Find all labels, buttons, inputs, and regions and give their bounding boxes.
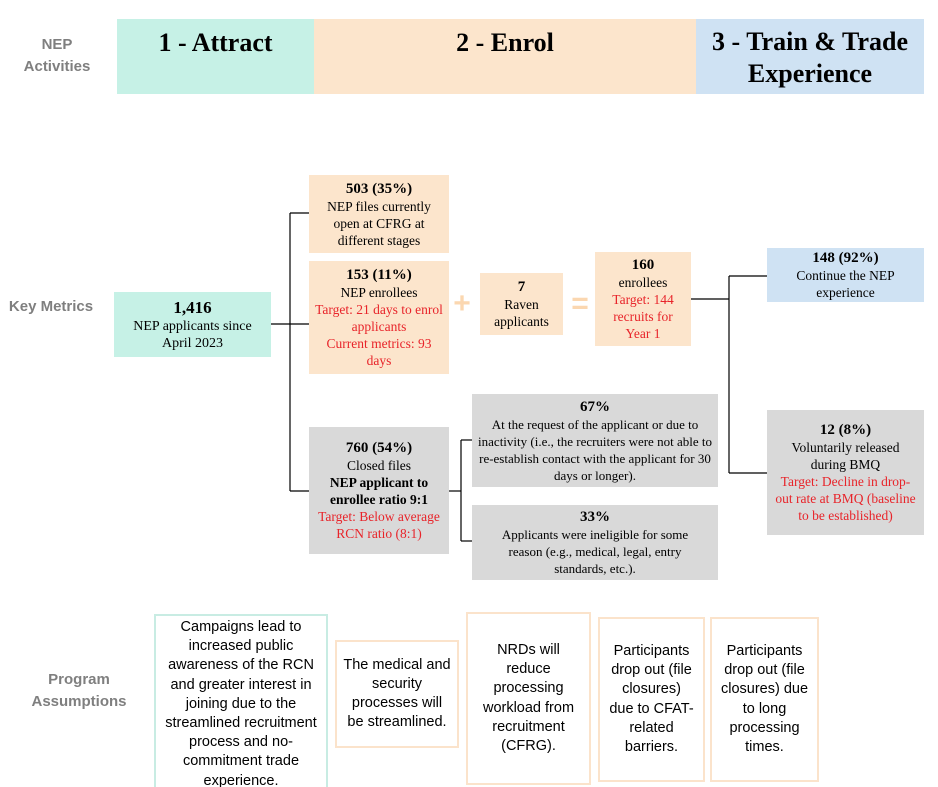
raven-box: 7 Raven applicants	[480, 273, 563, 335]
closed-request-value: 67%	[580, 398, 610, 415]
closed-files-ratio: NEP applicant to enrollee ratio 9:1	[329, 475, 429, 507]
assumption-cfat-text: Participants drop out (file closures) du…	[609, 642, 694, 755]
assumption-campaigns: Campaigns lead to increased public aware…	[154, 614, 328, 787]
phase-attract-label: 1 - Attract	[158, 28, 273, 57]
assumption-medical: The medical and security processes will …	[335, 640, 459, 748]
closed-ineligible-text: Applicants were ineligible for some reas…	[501, 527, 689, 576]
assumption-nrds-text: NRDs will reduce processing workload fro…	[482, 641, 575, 754]
assumption-nrds: NRDs will reduce processing workload fro…	[466, 612, 591, 785]
enrollees-value: 153 (11%)	[346, 267, 412, 283]
assumption-processing-text: Participants drop out (file closures) du…	[720, 642, 809, 755]
closed-files-value: 760 (54%)	[345, 440, 413, 456]
total-enrollees-value: 160	[631, 257, 655, 273]
continue-text: Continue the NEP experience	[796, 268, 895, 300]
raven-text: Raven applicants	[494, 297, 549, 329]
continue-value: 148 (92%)	[812, 250, 879, 266]
enrollees-current: Current metrics: 93 days	[326, 336, 432, 368]
released-text: Voluntarily released during BMQ	[791, 440, 900, 472]
closed-files-box: 760 (54%) Closed files NEP applicant to …	[309, 427, 449, 554]
released-target: Target: Decline in drop-out rate at BMQ …	[775, 474, 916, 523]
label-nep-activities: NEP Activities	[23, 36, 91, 75]
plus-icon: +	[453, 287, 471, 320]
applicants-box: 1,416 NEP applicants since April 2023	[114, 292, 271, 357]
phase-attract: 1 - Attract	[117, 19, 314, 94]
enrollees-target: Target: 21 days to enrol applicants	[315, 302, 443, 334]
enrollees-text: NEP enrollees	[340, 285, 418, 300]
open-files-text: NEP files currently open at CFRG at diff…	[327, 198, 431, 248]
closed-files-text: Closed files	[346, 458, 412, 473]
label-key-metrics: Key Metrics	[8, 298, 94, 315]
equals-icon: =	[571, 287, 589, 320]
total-enrollees-target: Target: 144 recruits for Year 1	[612, 292, 674, 341]
applicants-text: NEP applicants since April 2023	[133, 318, 252, 351]
closed-request-text: At the request of the applicant or due t…	[478, 416, 712, 483]
closed-ineligible-box: 33% Applicants were ineligible for some …	[472, 505, 718, 580]
closed-request-box: 67% At the request of the applicant or d…	[472, 394, 718, 487]
assumption-medical-text: The medical and security processes will …	[343, 656, 451, 731]
closed-files-target: Target: Below average RCN ratio (8:1)	[318, 509, 440, 541]
phase-enrol: 2 - Enrol	[314, 19, 696, 94]
phase-train-label: 3 - Train & Trade Experience	[712, 27, 908, 88]
released-value: 12 (8%)	[819, 422, 872, 438]
phase-enrol-label: 2 - Enrol	[456, 28, 554, 57]
phase-train: 3 - Train & Trade Experience	[696, 19, 924, 94]
continue-box: 148 (92%) Continue the NEP experience	[767, 248, 924, 302]
applicants-value: 1,416	[173, 297, 212, 317]
raven-value: 7	[517, 279, 526, 295]
label-program-assumptions: Program Assumptions	[31, 671, 127, 710]
assumption-campaigns-text: Campaigns lead to increased public aware…	[165, 619, 317, 787]
total-enrollees-box: 160 enrollees Target: 144 recruits for Y…	[595, 252, 691, 346]
open-files-value: 503 (35%)	[345, 180, 413, 197]
closed-ineligible-value: 33%	[580, 509, 610, 525]
assumption-cfat: Participants drop out (file closures) du…	[598, 617, 705, 782]
enrollees-box: 153 (11%) NEP enrollees Target: 21 days …	[309, 261, 449, 374]
assumption-processing: Participants drop out (file closures) du…	[710, 617, 819, 782]
released-box: 12 (8%) Voluntarily released during BMQ …	[767, 410, 924, 535]
total-enrollees-text: enrollees	[618, 275, 668, 290]
open-files-box: 503 (35%) NEP files currently open at CF…	[309, 175, 449, 253]
